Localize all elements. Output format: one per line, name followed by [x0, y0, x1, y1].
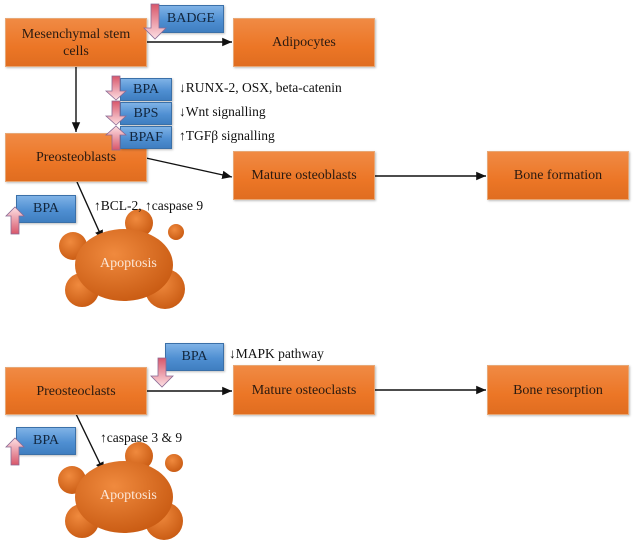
- compound-label: BPA: [33, 433, 59, 448]
- compound-label: BPA: [33, 201, 59, 216]
- compound-tag-bpa-mapk: BPA: [165, 343, 224, 371]
- apoptosis-blob-osteoclast: [58, 442, 183, 540]
- node-mature-osteoblasts: Mature osteoblasts: [233, 151, 375, 200]
- compound-label: BPS: [133, 105, 159, 121]
- node-label: Bone resorption: [513, 382, 603, 398]
- compound-tag-bpa: BPA: [120, 78, 172, 101]
- compound-label: BPAF: [129, 129, 163, 145]
- apoptosis-blob-osteoblast: [59, 209, 185, 309]
- arrow-preosteoclasts-to-apoptosis: [75, 413, 105, 473]
- compound-tag-bpa-apoptosis: BPA: [16, 195, 76, 223]
- node-label: Mature osteoblasts: [251, 168, 357, 183]
- node-bone-resorption: Bone resorption: [487, 365, 629, 415]
- compound-tag-bpa-caspase: BPA: [16, 427, 76, 455]
- effect-label-wnt: ↓Wnt signalling: [179, 104, 266, 119]
- effect-label-tgfb: ↑TGFβ signalling: [179, 128, 275, 143]
- node-label: Preosteoblasts: [35, 150, 117, 165]
- node-label: Adipocytes: [272, 35, 336, 50]
- node-label: Bone formation: [513, 168, 603, 183]
- node-label: Preosteoclasts: [36, 383, 116, 399]
- effect-label-runx2: ↓RUNX-2, OSX, beta-catenin: [179, 80, 342, 95]
- compound-tag-bpaf: BPAF: [120, 126, 172, 149]
- compound-tag-badge: BADGE: [158, 5, 224, 33]
- effect-label-bcl2-caspase9: ↑BCL-2, ↑caspase 9: [94, 198, 204, 213]
- node-mesenchymal-stem-cells: Mesenchymal stem cells: [5, 18, 147, 67]
- arrow-preosteoblasts-to-mature-osteoblasts: [145, 157, 233, 179]
- node-bone-formation: Bone formation: [487, 151, 629, 200]
- apoptosis-label-osteoblast: Apoptosis: [100, 256, 157, 271]
- node-label: Mature osteoclasts: [251, 382, 357, 398]
- compound-tag-bps: BPS: [120, 102, 172, 125]
- effect-label-mapk: ↓MAPK pathway: [229, 346, 324, 361]
- apoptosis-label-osteoclast: Apoptosis: [100, 488, 157, 503]
- compound-label: BADGE: [166, 11, 216, 26]
- arrow-preosteoblasts-to-apoptosis: [76, 181, 104, 241]
- node-preosteoclasts: Preosteoclasts: [5, 367, 147, 415]
- node-label: Mesenchymal stem cells: [21, 26, 131, 59]
- node-mature-osteoclasts: Mature osteoclasts: [233, 365, 375, 415]
- compound-label: BPA: [181, 349, 208, 364]
- node-adipocytes: Adipocytes: [233, 18, 375, 67]
- compound-label: BPA: [133, 81, 159, 97]
- effect-label-caspase3-9: ↑caspase 3 & 9: [100, 430, 183, 445]
